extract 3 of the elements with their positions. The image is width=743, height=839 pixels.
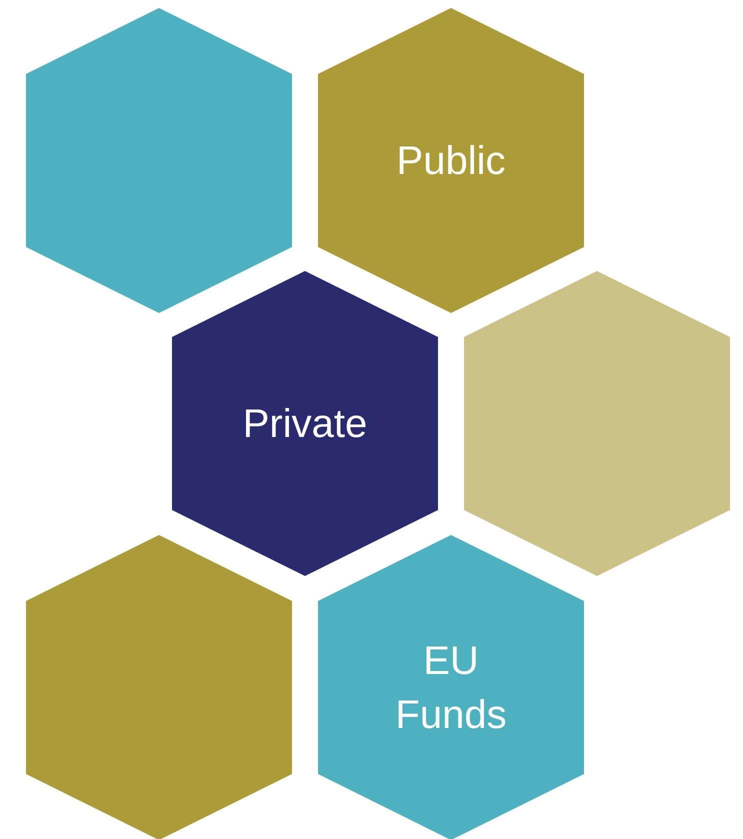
hexagon-label: Public [396,138,506,184]
hexagon-label: EU Funds [394,638,508,738]
hexagon-label: Private [242,400,368,448]
